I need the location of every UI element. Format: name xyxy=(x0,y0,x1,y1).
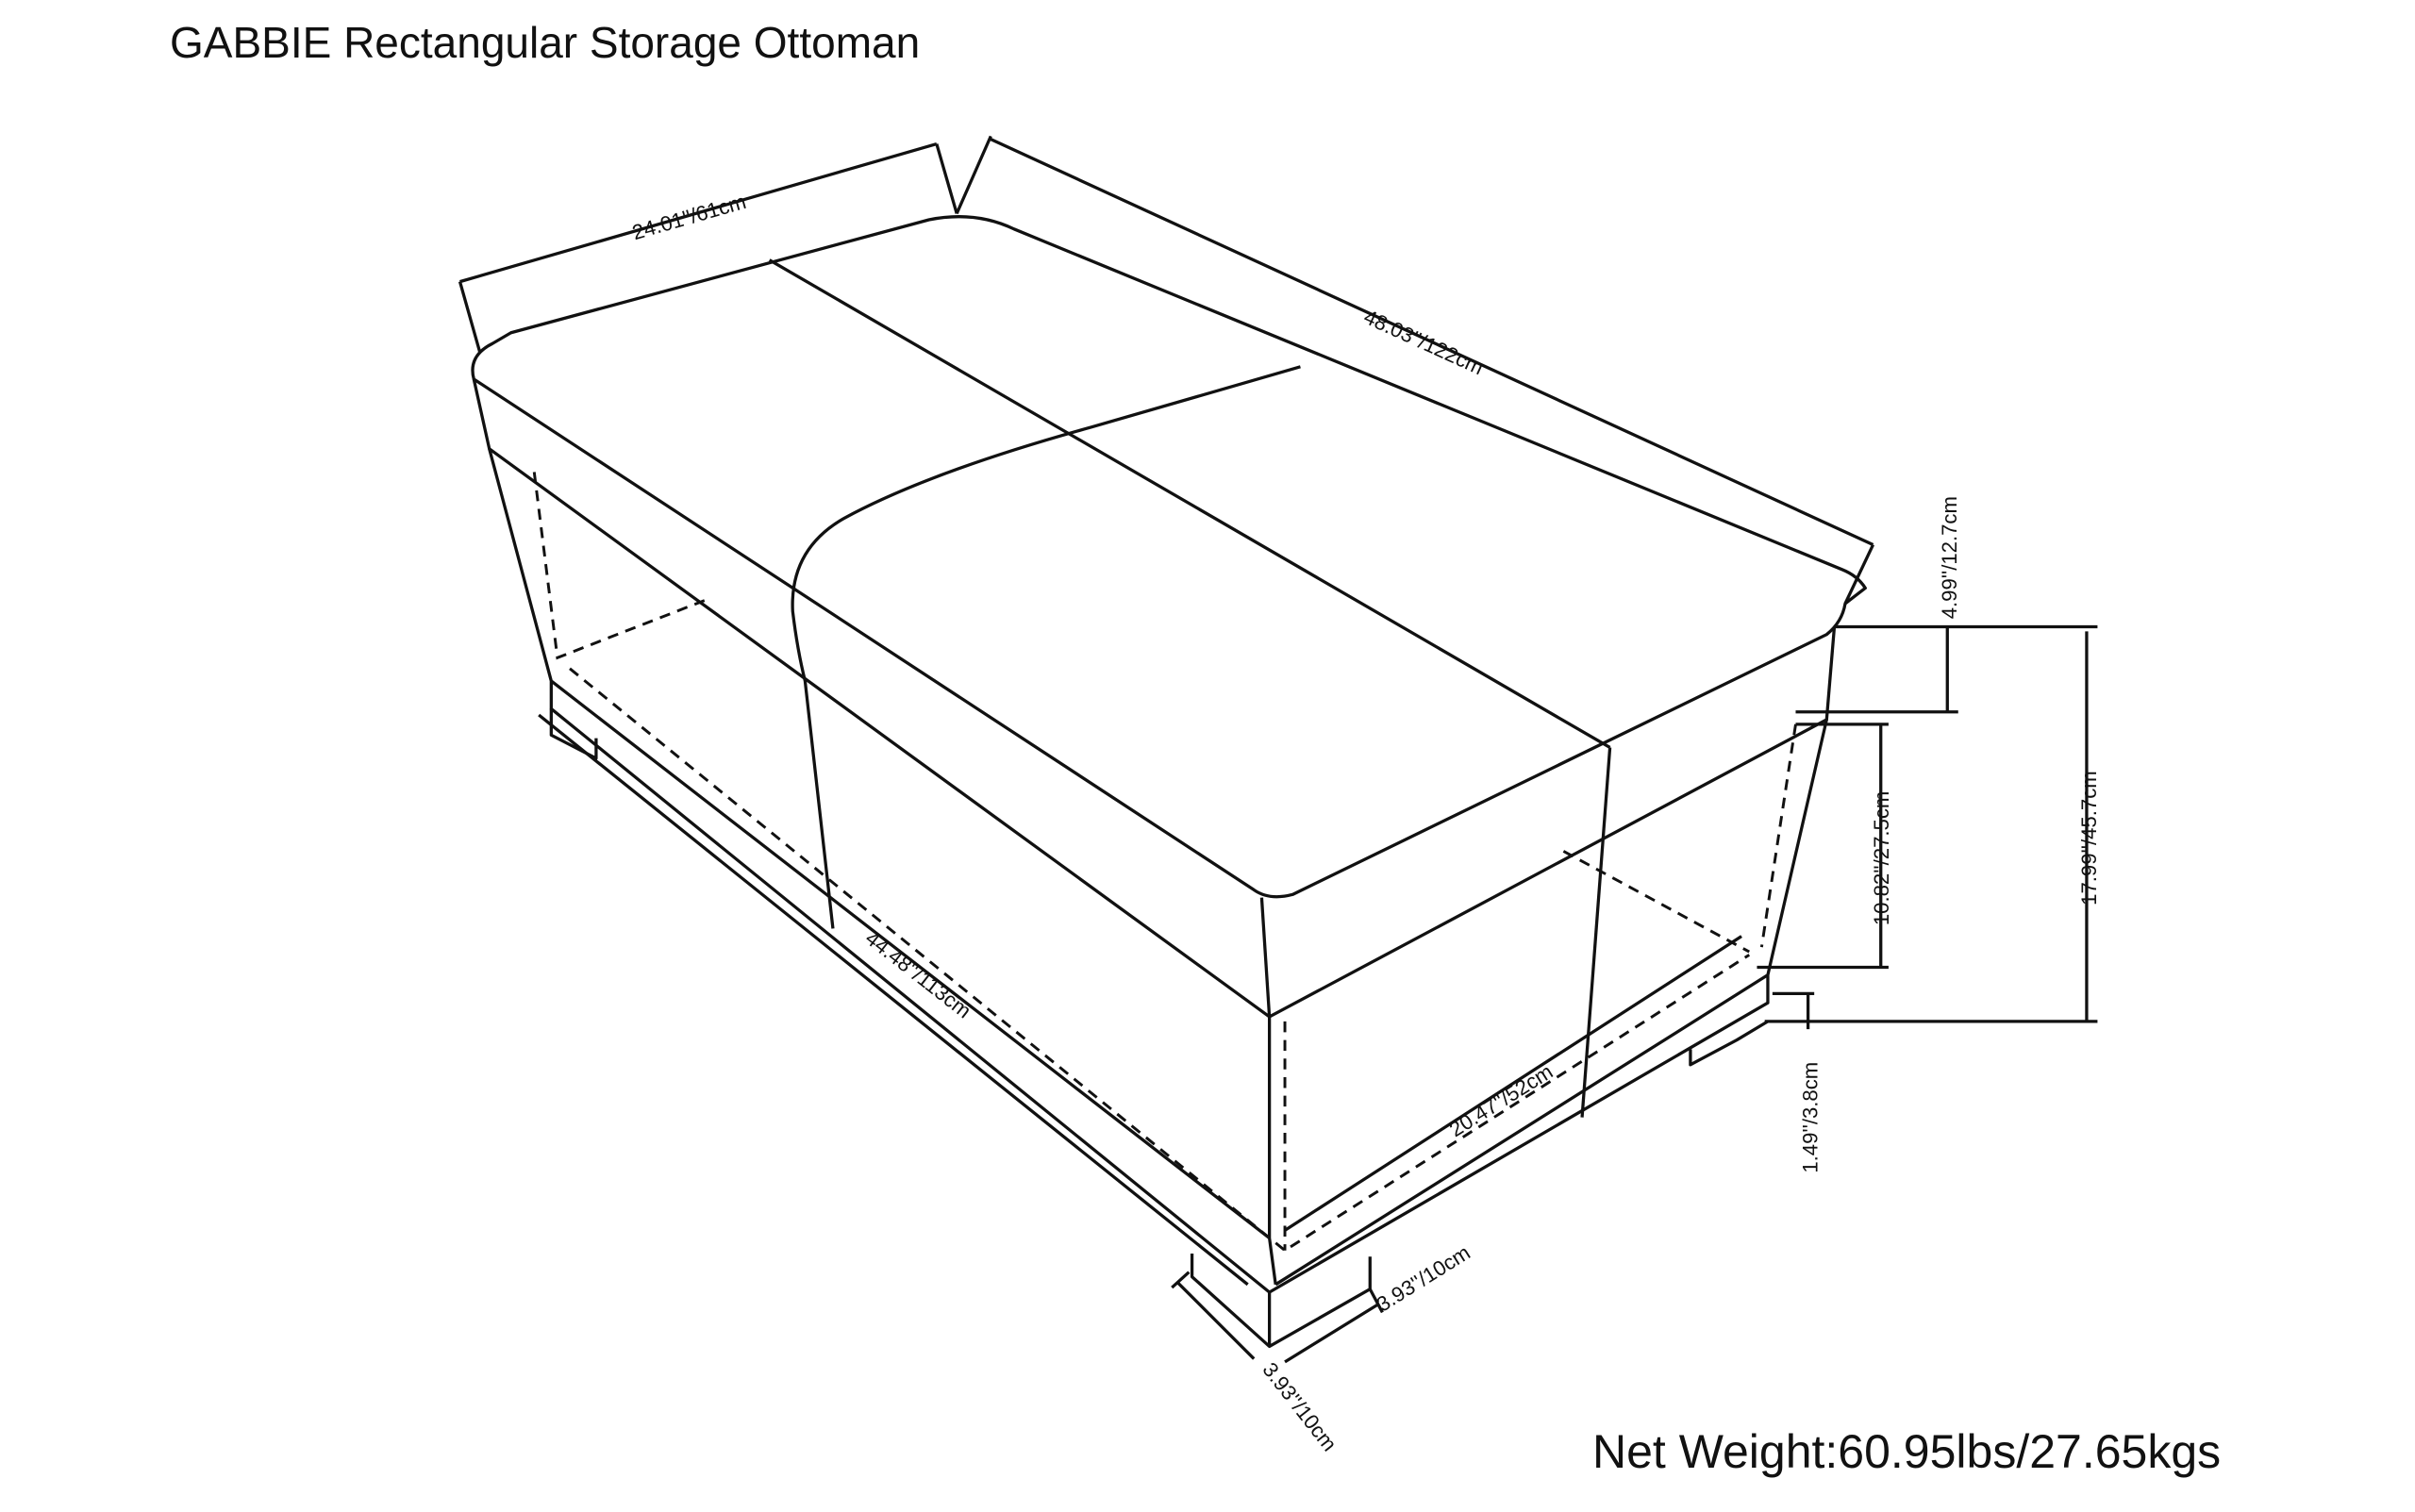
dim-line-top-length xyxy=(955,135,1874,605)
dim-line-leg-width xyxy=(1284,1288,1384,1364)
cushion-seam-cross xyxy=(791,365,1301,929)
cushion-top-outline xyxy=(471,215,1867,899)
foot-front xyxy=(1190,1253,1372,1349)
dim-line-top-depth xyxy=(458,142,958,354)
net-weight: Net Weight:60.95lbs/27.65kgs xyxy=(1592,1425,2222,1478)
foot-right xyxy=(1689,1020,1769,1067)
body-outline xyxy=(488,448,1828,1294)
foot-left xyxy=(549,708,598,760)
label-total-height: 17.99''/45.7cm xyxy=(2077,771,2101,906)
hidden-edges xyxy=(532,472,1797,1253)
product-title: GABBIE Rectangular Storage Ottoman xyxy=(170,18,921,67)
cushion-seam-end xyxy=(1580,747,1612,1118)
cushion-seam-long xyxy=(768,258,1611,749)
label-leg-width: 3.93''/10cm xyxy=(1373,1240,1474,1316)
label-cushion-height: 4.99''/12.7cm xyxy=(1938,496,1961,619)
label-top-length: 48.03''/122cm xyxy=(1360,305,1487,379)
cushion-band xyxy=(472,378,1837,1019)
label-storage-height: 10.82''/27.5cm xyxy=(1870,791,1893,926)
label-leg-height: 1.49''/3.8cm xyxy=(1798,1062,1822,1173)
label-top-depth: 24.01''/61cm xyxy=(629,190,748,244)
dim-line-base-depth xyxy=(1284,935,1742,1232)
label-leg-depth: 3.93''/10cm xyxy=(1257,1358,1341,1455)
dim-line-right xyxy=(1757,624,2098,1030)
dim-line-base-length xyxy=(538,713,1249,1287)
dim-line-leg-depth xyxy=(1171,1271,1256,1360)
label-base-depth: 20.47''/52cm xyxy=(1445,1059,1557,1141)
